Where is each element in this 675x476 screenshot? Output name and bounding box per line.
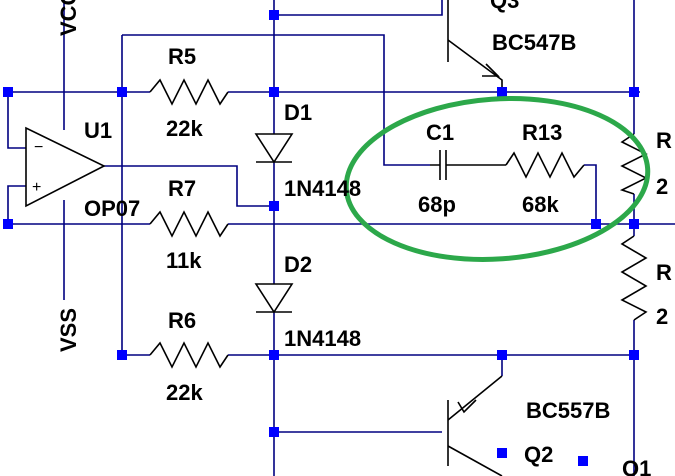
d2-model-label: 1N4148: [284, 326, 361, 351]
vcc-label: VCC: [56, 0, 81, 36]
node: [629, 219, 639, 229]
r5-name-label: R5: [168, 44, 196, 69]
d1-name-label: D1: [284, 100, 312, 125]
node: [578, 456, 588, 466]
node: [3, 87, 13, 97]
node: [3, 219, 13, 229]
labels: VCC VSS Q3 BC547B U1 OP07 R5 22k R7 11k …: [56, 0, 672, 476]
node: [269, 87, 279, 97]
diode-d1: [254, 133, 294, 164]
resistor-right-top: [619, 133, 648, 195]
resistor-r5: [149, 78, 229, 106]
wire-top-feedback: [122, 34, 430, 166]
node: [497, 87, 507, 97]
r5-value-label: 22k: [166, 116, 203, 141]
c1-value-label: 68p: [418, 192, 456, 217]
r7-value-label: 11k: [166, 248, 202, 273]
q2-model-label: BC557B: [526, 398, 610, 423]
resistor-r13: [505, 151, 585, 179]
r13-value-label: 68k: [522, 192, 559, 217]
wire-r13-right: [584, 164, 597, 224]
q3-model-label: BC547B: [492, 30, 576, 55]
wire-opamp-output: [104, 165, 274, 207]
transistor-q2: [447, 375, 503, 476]
node: [117, 87, 127, 97]
node: [497, 350, 507, 360]
node: [269, 10, 279, 20]
opamp-triangle: [25, 126, 106, 208]
c1-name-label: C1: [426, 120, 454, 145]
q2-name-label: Q2: [524, 442, 553, 467]
node: [269, 350, 279, 360]
opamp-minus-sign: −: [34, 139, 43, 156]
node: [269, 201, 279, 211]
u1-name-label: U1: [84, 118, 112, 143]
d1-model-label: 1N4148: [284, 176, 361, 201]
junction-nodes: [3, 10, 639, 466]
diode-d2: [254, 283, 294, 314]
opamp-u1: − +: [25, 126, 106, 208]
r7-name-label: R7: [168, 176, 196, 201]
r-right-top-name-label: R: [656, 128, 672, 153]
highlight-ellipse: [343, 96, 651, 262]
q1-name-label: Q1: [622, 456, 651, 476]
resistor-right-bottom: [620, 235, 648, 321]
node: [497, 448, 507, 458]
r-right-top-value-label: 2: [656, 174, 668, 199]
r6-value-label: 22k: [166, 380, 203, 405]
r6-name-label: R6: [168, 308, 196, 333]
node: [269, 427, 279, 437]
resistor-r7: [149, 210, 229, 238]
u1-model-label: OP07: [84, 196, 140, 221]
capacitor-c1: [430, 150, 506, 180]
d2-name-label: D2: [284, 252, 312, 277]
wire-opamp-plus: [7, 185, 26, 224]
q3-name-label: Q3: [490, 0, 519, 13]
vss-label: VSS: [56, 308, 81, 352]
wire-opamp-minus: [7, 92, 26, 149]
opamp-plus-sign: +: [32, 179, 41, 196]
node: [629, 350, 639, 360]
wire-q3-collector: [274, 0, 443, 16]
r-right-bot-value-label: 2: [656, 304, 668, 329]
r13-name-label: R13: [522, 120, 562, 145]
node: [117, 350, 127, 360]
node: [629, 87, 639, 97]
wire-left-vertical: [121, 35, 150, 356]
resistor-r6: [149, 341, 229, 369]
node: [591, 219, 601, 229]
r-right-bot-name-label: R: [656, 260, 672, 285]
